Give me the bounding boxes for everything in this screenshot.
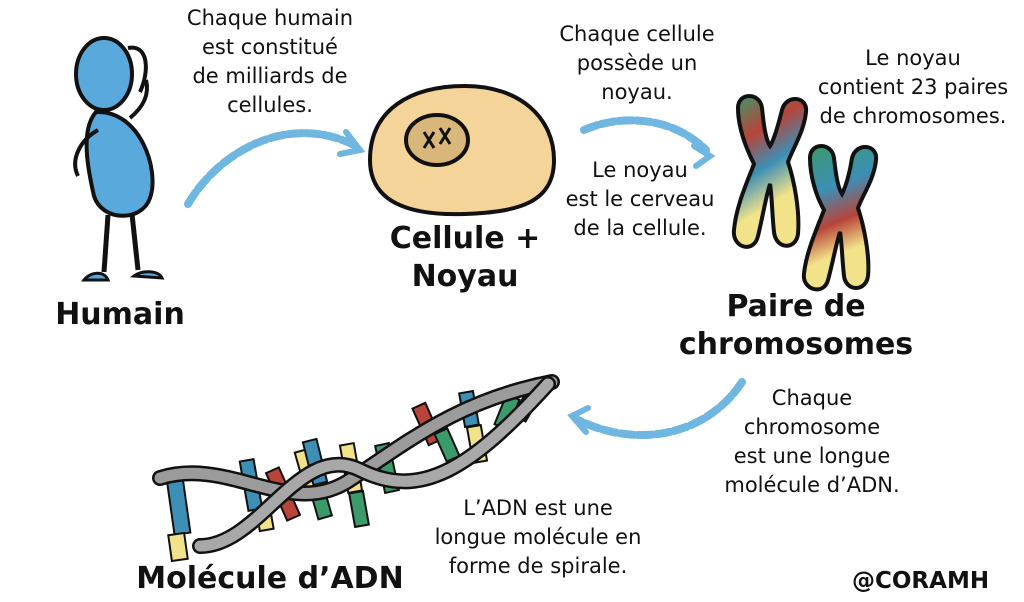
caption-line: Le noyau	[865, 46, 961, 70]
caption-line: molécule d’ADN.	[724, 473, 900, 497]
dna-helix-icon	[152, 374, 560, 563]
label-cellule: Cellule + Noyau	[370, 220, 560, 296]
label-adn: Molécule d’ADN	[130, 560, 410, 598]
caption-noyau: Le noyau contient 23 paires de chromosom…	[806, 44, 1020, 131]
caption-adn: L’ADN est une longue molécule en forme d…	[420, 494, 656, 581]
caption-line: est le cerveau	[565, 187, 715, 211]
caption-line: forme de spirale.	[448, 554, 628, 578]
caption-line: noyau.	[601, 80, 673, 104]
caption-cellule: Chaque cellule possède un noyau.	[532, 20, 742, 107]
swoosh-arrow-icon	[567, 378, 746, 440]
label-line: chromosomes	[678, 327, 914, 362]
caption-line: possède un	[576, 51, 698, 75]
chromosome-pair-icon	[731, 94, 879, 292]
caption-line: contient 23 paires	[817, 75, 1009, 99]
human-figure-icon	[73, 36, 165, 282]
label-line: Molécule d’ADN	[136, 561, 404, 596]
label-line: Paire de	[726, 289, 866, 324]
caption-cerveau: Le noyau est le cerveau de la cellule.	[555, 156, 725, 243]
credit-label: @CORAMH	[852, 568, 990, 594]
caption-line: cellules.	[227, 93, 313, 117]
label-chromosomes: Paire de chromosomes	[676, 288, 916, 364]
caption-line: de chromosomes.	[819, 104, 1007, 128]
caption-line: L’ADN est une	[463, 496, 613, 520]
label-line: Humain	[55, 297, 185, 332]
caption-line: de milliards de	[192, 64, 348, 88]
caption-chromosome: Chaque chromosome est une longue molécul…	[704, 384, 920, 500]
caption-line: Chaque	[771, 386, 853, 410]
caption-line: chromosome	[743, 415, 881, 439]
label-humain: Humain	[40, 296, 200, 334]
caption-line: longue molécule en	[434, 525, 642, 549]
swoosh-arrow-icon	[580, 116, 716, 169]
label-line: Cellule +	[389, 221, 541, 256]
cell-icon	[367, 83, 557, 217]
caption-line: Chaque cellule	[559, 22, 715, 46]
caption-line: Chaque humain	[186, 6, 354, 30]
label-line: Noyau	[411, 259, 519, 294]
caption-humain: Chaque humain est constitué de milliards…	[170, 4, 370, 120]
swoosh-arrow-icon	[184, 129, 366, 208]
caption-line: Le noyau	[592, 158, 688, 182]
caption-line: est constitué	[202, 35, 338, 59]
caption-line: est une longue	[733, 444, 891, 468]
caption-line: de la cellule.	[573, 216, 707, 240]
